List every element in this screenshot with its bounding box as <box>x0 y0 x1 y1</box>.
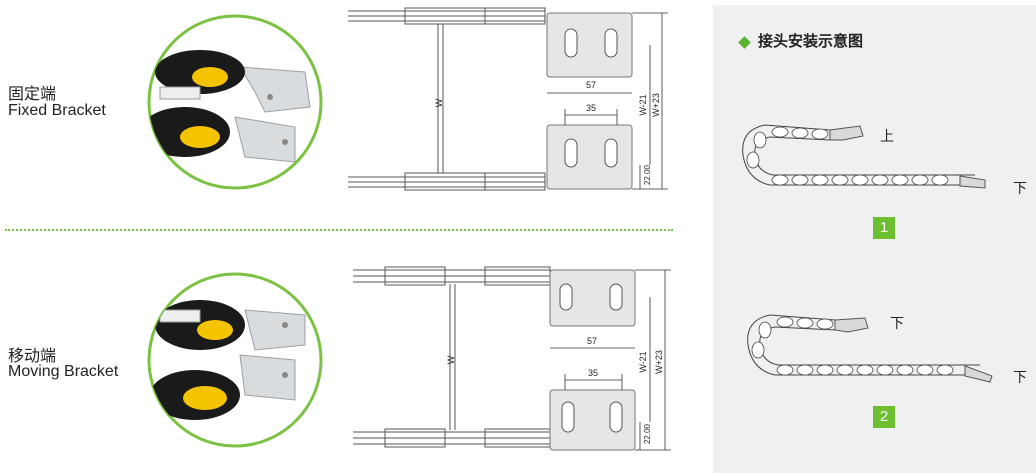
moving-bracket-photo <box>147 272 323 448</box>
chain-diagram-1 <box>742 124 986 189</box>
diagram2-top-label: 下 <box>890 315 904 331</box>
diagram2-number-badge: 2 <box>873 406 895 428</box>
moving-dim-57-label: 57 <box>587 336 597 346</box>
moving-dim-w-minus-label: W-21 <box>638 351 648 372</box>
installation-panel <box>713 5 1036 473</box>
chain-diagram-2 <box>747 314 993 383</box>
moving-dim-35-label: 35 <box>588 368 598 378</box>
dim-w-label: W <box>434 98 444 107</box>
moving-bracket-cn-label: 移动端 <box>8 348 57 365</box>
panel-title: 接头安装示意图 <box>758 33 864 50</box>
fixed-bracket-drawing: 57 35 W W-21 W+23 22.00 <box>348 7 668 191</box>
dim-57-label: 57 <box>586 80 596 90</box>
fixed-bracket-photo <box>147 14 323 190</box>
dim-35-label: 35 <box>586 103 596 113</box>
moving-dim-w-label: W <box>446 355 456 364</box>
fixed-bracket-en-label: Fixed Bracket <box>8 102 106 119</box>
diagram1-top-label: 上 <box>880 128 894 144</box>
dim-w-plus-label: W+23 <box>651 93 661 117</box>
dim-w-minus-label: W-21 <box>638 94 648 115</box>
moving-dim-w-plus-label: W+23 <box>654 350 664 374</box>
diagram1-bottom-label: 下 <box>1013 180 1027 196</box>
fixed-bracket-cn-label: 固定端 <box>8 86 57 103</box>
moving-bracket-en-label: Moving Bracket <box>8 363 119 380</box>
section-divider <box>5 229 673 231</box>
diagram1-number-badge: 1 <box>873 217 895 239</box>
dim-22-label: 22.00 <box>643 164 652 185</box>
moving-bracket-drawing: 57 35 W W-21 W+23 22.00 <box>353 266 671 451</box>
moving-dim-22-label: 22.00 <box>643 423 652 444</box>
diagram2-bottom-label: 下 <box>1013 369 1027 385</box>
